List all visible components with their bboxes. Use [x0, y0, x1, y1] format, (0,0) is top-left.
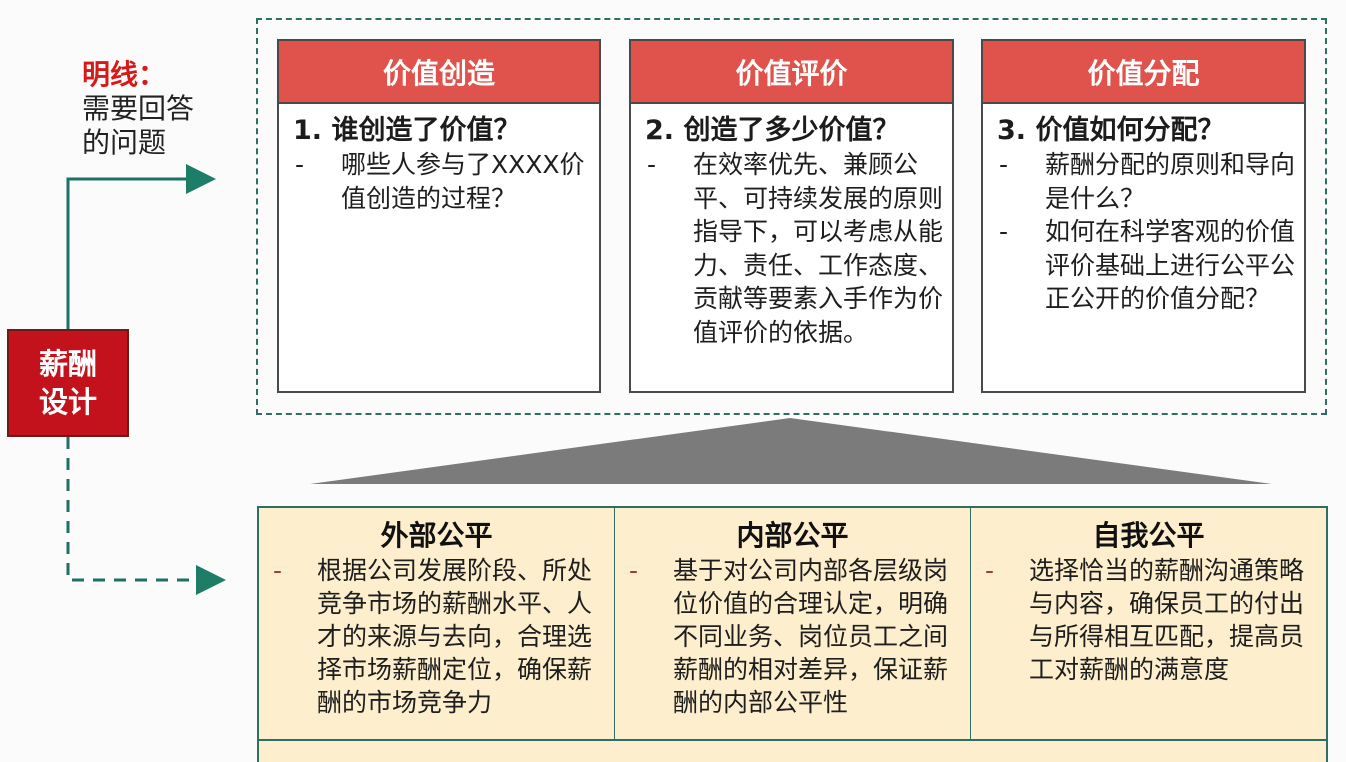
- bullet-item: - 哪些人参与了XXXX价值创造的过程？: [283, 148, 599, 215]
- bullet-text: 哪些人参与了XXXX价值创造的过程？: [341, 150, 585, 213]
- questions-region: [256, 18, 1327, 415]
- explicit-line-highlight: 明线：: [82, 58, 167, 91]
- bullet-item: - 在效率优先、兼顾公平、可持续发展的原则指导下，可以考虑从能力、责任、工作态度…: [635, 148, 952, 349]
- principle-internal-fairness: 内部公平 - 基于对公司内部各层级岗位价值的合理认定，明确不同业务、岗位员工之间…: [615, 508, 971, 739]
- card-value-creation: 价值创造 1. 谁创造了价值？ - 哪些人参与了XXXX价值创造的过程？: [277, 39, 601, 393]
- card-value-distribution: 价值分配 3. 价值如何分配？ - 薪酬分配的原则和导向是什么？ - 如何在科学…: [981, 39, 1306, 393]
- salary-design-core-box: 薪酬 设计: [7, 329, 129, 437]
- explicit-line-text-1: 需要回答: [82, 92, 195, 125]
- bullet-text: 基于对公司内部各层级岗位价值的合理认定，明确不同业务、岗位员工之间薪酬的相对差异…: [673, 556, 949, 717]
- bullet-text: 选择恰当的薪酬沟通策略与内容，确保员工的付出与所得相互匹配，提高员工对薪酬的满意…: [1029, 556, 1305, 684]
- dash-icon: -: [999, 150, 1009, 179]
- implicit-arrow: [66, 437, 226, 595]
- explicit-line-text-2: 的问题: [82, 126, 167, 159]
- principles-table: 外部公平 - 根据公司发展阶段、所处竞争市场的薪酬水平、人才的来源与去向，合理选…: [257, 506, 1328, 741]
- card-header: 价值创造: [279, 41, 599, 104]
- bullet-text: 如何在科学客观的价值评价基础上进行公平公正公开的价值分配？: [1045, 217, 1296, 313]
- principle-bullets: - 基于对公司内部各层级岗位价值的合理认定，明确不同业务、岗位员工之间薪酬的相对…: [615, 554, 970, 719]
- dash-icon: -: [629, 556, 639, 585]
- card-bullets: - 在效率优先、兼顾公平、可持续发展的原则指导下，可以考虑从能力、责任、工作态度…: [631, 148, 952, 349]
- bullet-text: 在效率优先、兼顾公平、可持续发展的原则指导下，可以考虑从能力、责任、工作态度、贡…: [693, 150, 944, 347]
- dash-icon: -: [647, 150, 657, 179]
- card-bullets: - 哪些人参与了XXXX价值创造的过程？: [279, 148, 599, 215]
- card-bullets: - 薪酬分配的原则和导向是什么？ - 如何在科学客观的价值评价基础上进行公平公正…: [983, 148, 1304, 316]
- bullet-item: - 基于对公司内部各层级岗位价值的合理认定，明确不同业务、岗位员工之间薪酬的相对…: [615, 554, 970, 719]
- bullet-item: - 薪酬分配的原则和导向是什么？: [987, 148, 1304, 215]
- card-header: 价值分配: [983, 41, 1304, 104]
- principle-self-fairness: 自我公平 - 选择恰当的薪酬沟通策略与内容，确保员工的付出与所得相互匹配，提高员…: [971, 508, 1326, 739]
- card-question: 3. 价值如何分配？: [997, 115, 1225, 146]
- dash-icon: -: [985, 556, 995, 585]
- principle-bullets: - 根据公司发展阶段、所处竞争市场的薪酬水平、人才的来源与去向，合理选择市场薪酬…: [259, 554, 614, 719]
- bullet-text: 薪酬分配的原则和导向是什么？: [1045, 150, 1296, 213]
- principle-external-fairness: 外部公平 - 根据公司发展阶段、所处竞争市场的薪酬水平、人才的来源与去向，合理选…: [259, 508, 615, 739]
- card-question: 1. 谁创造了价值？: [293, 115, 521, 146]
- principle-bullets: - 选择恰当的薪酬沟通策略与内容，确保员工的付出与所得相互匹配，提高员工对薪酬的…: [971, 554, 1326, 686]
- dash-icon: -: [999, 217, 1009, 246]
- bullet-item: - 如何在科学客观的价值评价基础上进行公平公正公开的价值分配？: [987, 215, 1304, 316]
- explicit-line-label: 明线： 需要回答 的问题: [82, 58, 242, 160]
- bullet-item: - 选择恰当的薪酬沟通策略与内容，确保员工的付出与所得相互匹配，提高员工对薪酬的…: [971, 554, 1326, 686]
- explicit-arrow: [66, 164, 216, 329]
- card-question: 2. 创造了多少价值？: [645, 115, 900, 146]
- bullet-item: - 根据公司发展阶段、所处竞争市场的薪酬水平、人才的来源与去向，合理选择市场薪酬…: [259, 554, 614, 719]
- principle-title: 内部公平: [736, 519, 849, 552]
- card-value-evaluation: 价值评价 2. 创造了多少价值？ - 在效率优先、兼顾公平、可持续发展的原则指导…: [629, 39, 954, 393]
- bullet-text: 根据公司发展阶段、所处竞争市场的薪酬水平、人才的来源与去向，合理选择市场薪酬定位…: [317, 556, 593, 717]
- principle-title: 自我公平: [1092, 519, 1205, 552]
- core-line-2: 设计: [38, 385, 97, 419]
- dash-icon: -: [295, 150, 305, 179]
- dash-icon: -: [273, 556, 283, 585]
- principle-title: 外部公平: [380, 519, 493, 552]
- card-header: 价值评价: [631, 41, 952, 104]
- core-line-1: 薪酬: [38, 347, 97, 381]
- support-triangle: [310, 418, 1272, 484]
